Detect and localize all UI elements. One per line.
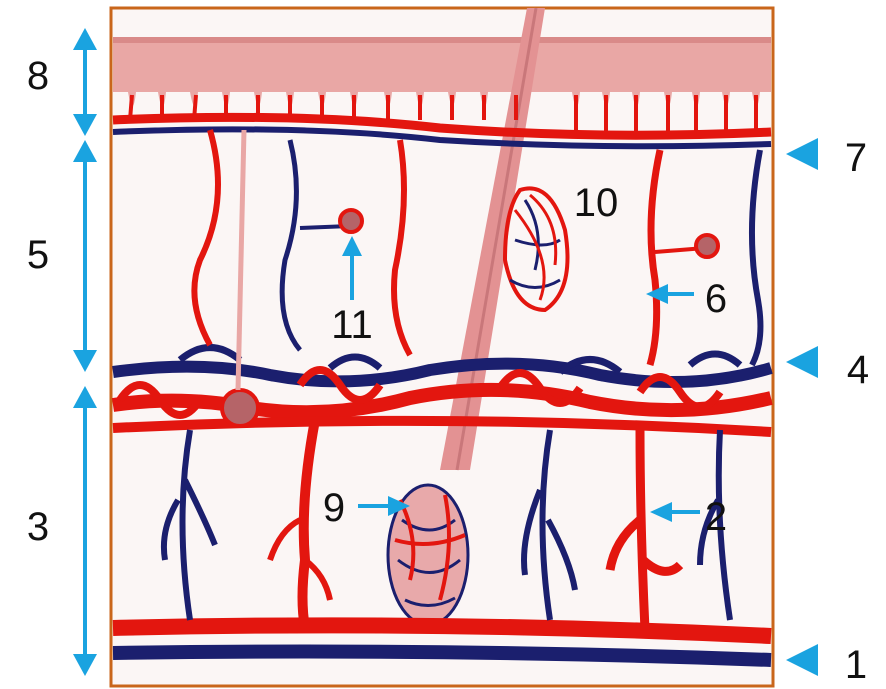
pointer-4: [786, 346, 818, 378]
node-upper-right: [696, 235, 718, 257]
label-4: 4: [847, 348, 869, 392]
pointer-7: [786, 138, 818, 170]
node-lower-left: [222, 390, 258, 426]
pointer-1: [786, 644, 818, 676]
label-3: 3: [27, 505, 49, 549]
level-pointers: [786, 138, 818, 676]
span-arrow-8: [73, 28, 97, 136]
node-upper-left: [340, 210, 362, 232]
label-2: 2: [705, 495, 727, 539]
span-arrow-5: [73, 140, 97, 372]
label-11: 11: [331, 303, 373, 347]
label-9: 9: [323, 486, 345, 530]
layer-span-arrows: [73, 28, 97, 676]
span-arrow-3: [73, 386, 97, 676]
label-1: 1: [845, 643, 867, 687]
label-5: 5: [27, 233, 49, 277]
label-7: 7: [845, 136, 867, 180]
label-6: 6: [705, 277, 727, 321]
label-8: 8: [27, 54, 49, 98]
label-10: 10: [574, 181, 619, 225]
